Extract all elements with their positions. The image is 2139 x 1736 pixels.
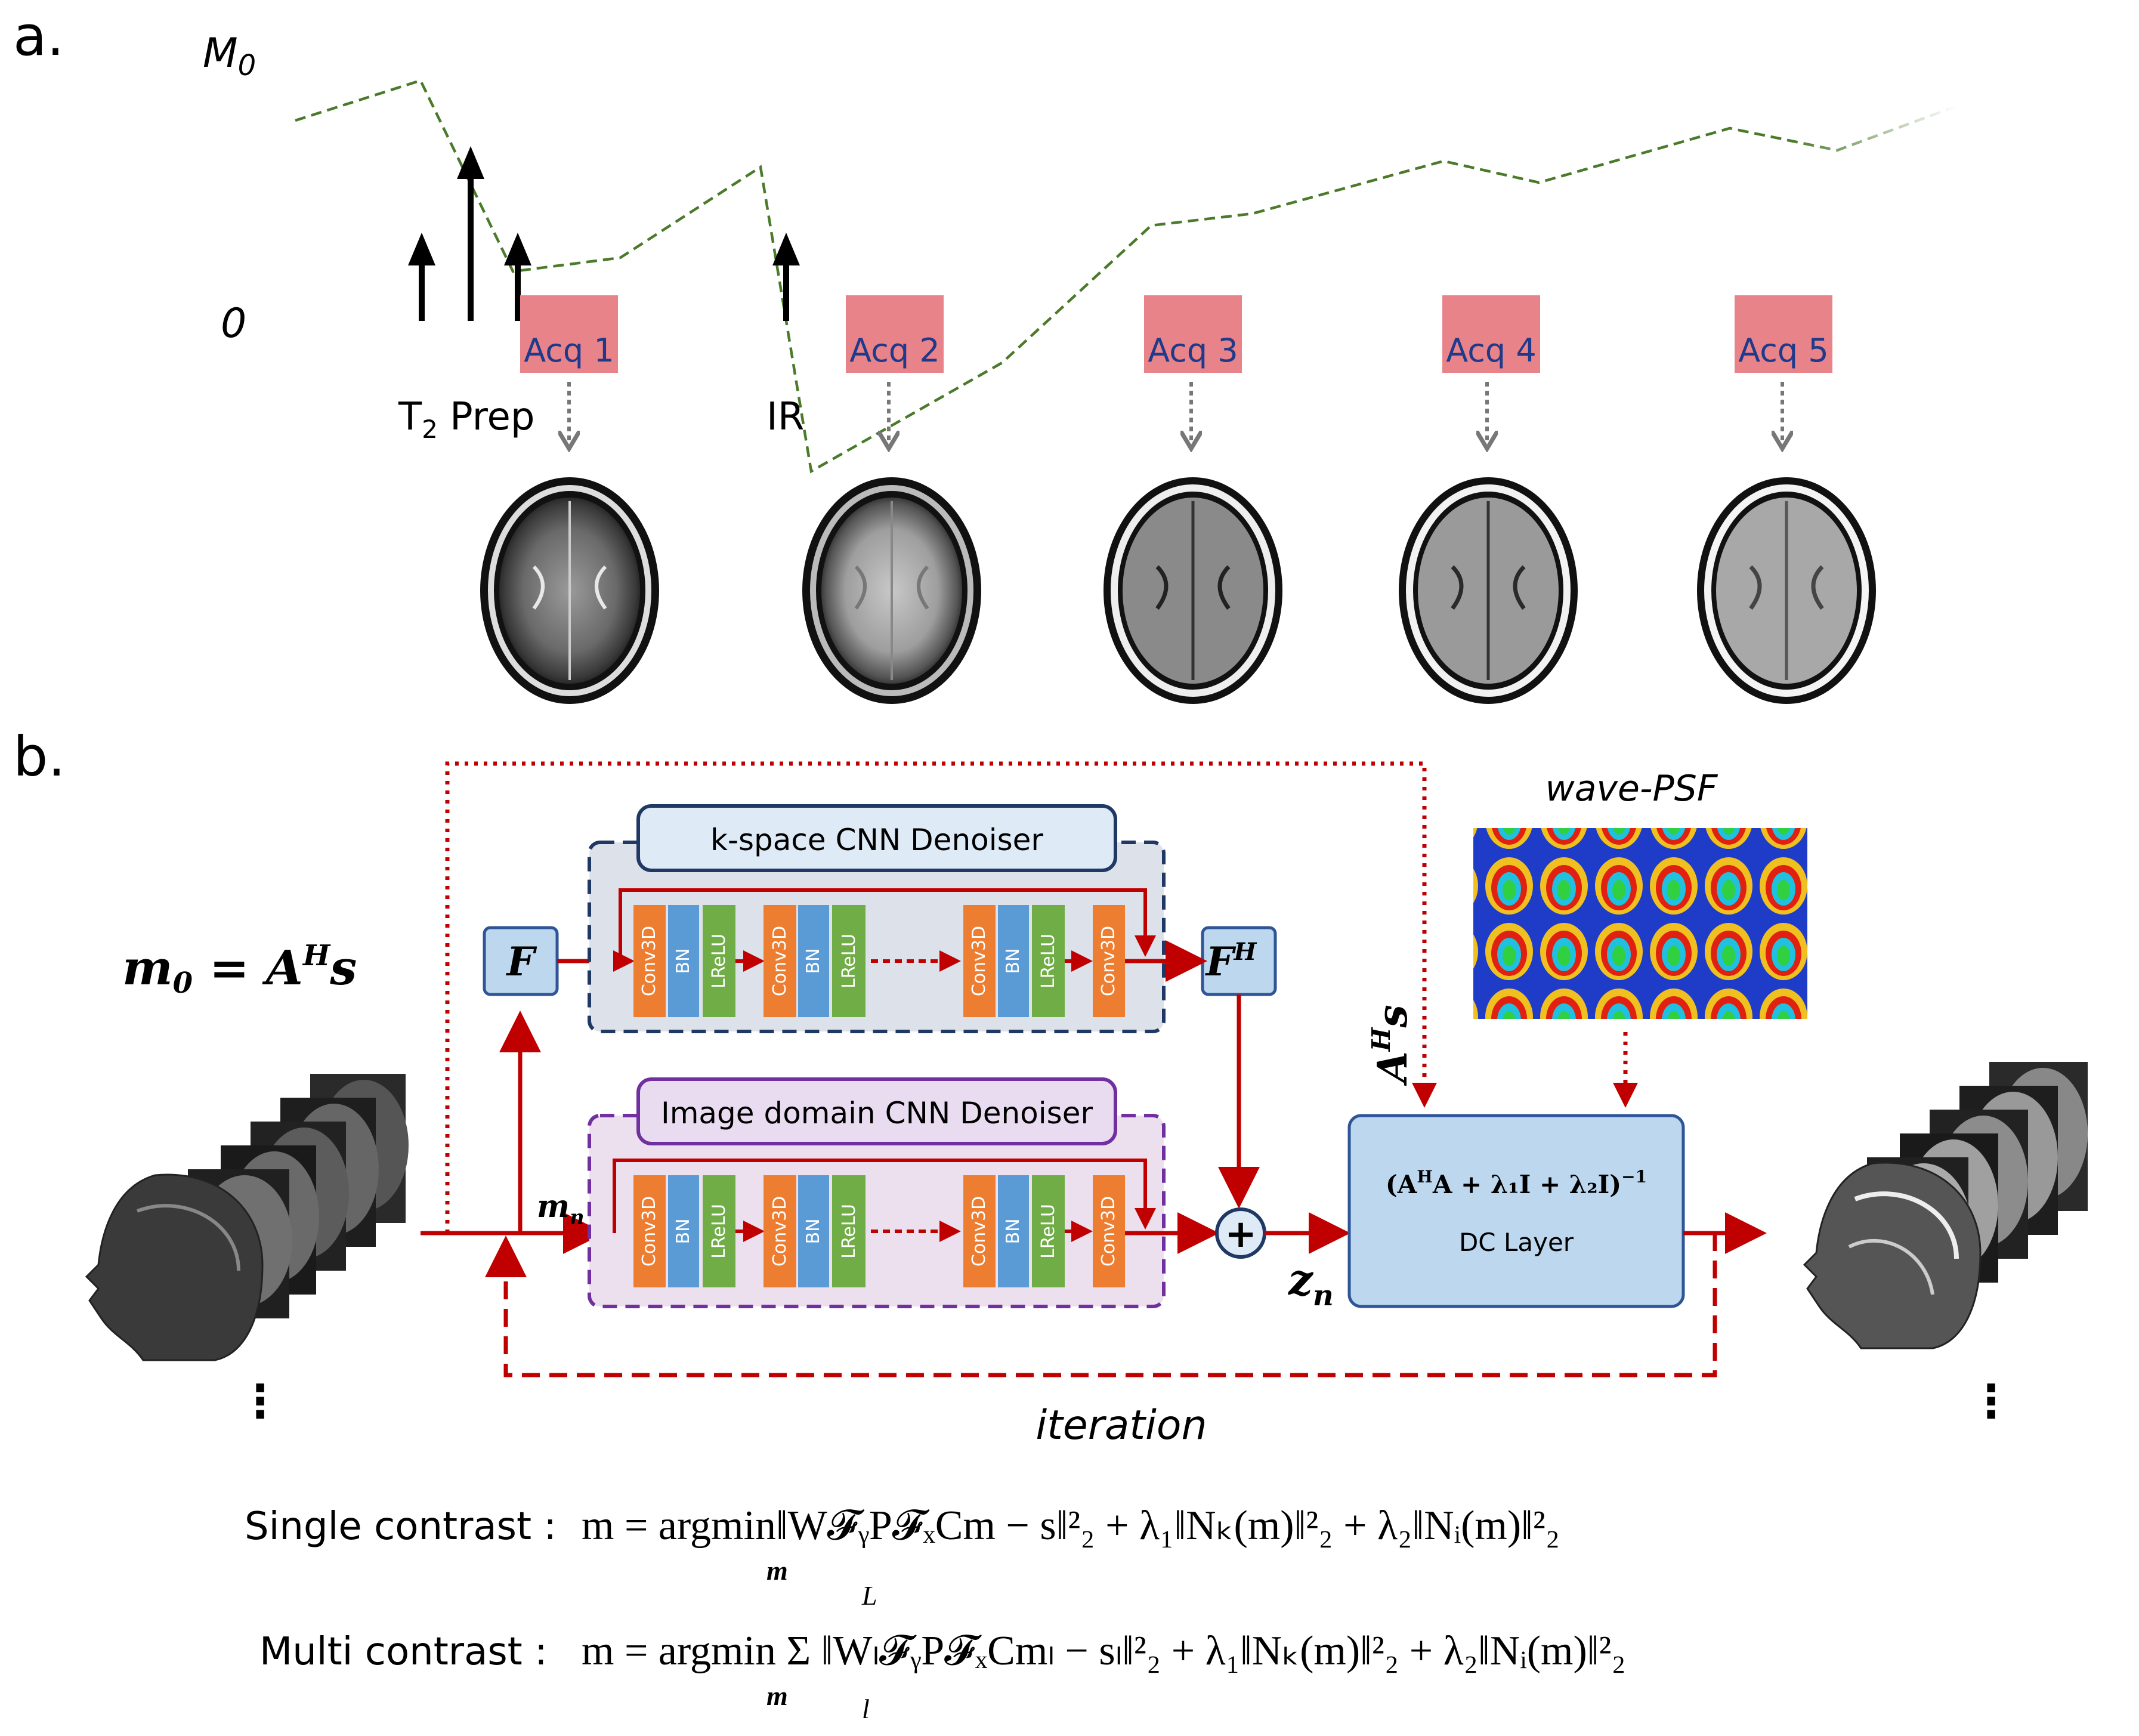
acq-block-3: Acq 3	[1144, 295, 1242, 441]
single-argmin-subscript: m	[766, 1555, 788, 1586]
acq-block-4: Acq 4	[1442, 295, 1540, 441]
kspace-denoiser: k-space CNN Denoiser Conv3D BN LReLU Con…	[588, 804, 1207, 1033]
sum-upper-limit: L	[861, 1580, 877, 1611]
image-denoiser: Image domain CNN Denoiser Conv3D BN LReL…	[588, 1077, 1219, 1308]
acq-label: Acq 2	[849, 332, 939, 369]
output-sagittal-stack	[1803, 1062, 2088, 1349]
t2prep-label: T2 Prep	[398, 395, 535, 444]
panel-b-label: b.	[13, 725, 66, 789]
magnetization-curve	[295, 79, 1957, 474]
layer-label: BN	[673, 1218, 694, 1244]
input-sagittal-stack	[85, 1074, 409, 1361]
acq-block-2: Acq 2	[846, 295, 944, 441]
image-layers: Conv3D BN LReLU Conv3D BN LReLU Conv3D B…	[633, 1175, 1125, 1287]
ahs-label: AHs	[1367, 1005, 1417, 1086]
layer-label: Conv3D	[639, 1196, 660, 1267]
layer-label: LReLU	[839, 934, 860, 989]
brain-image-3	[1103, 477, 1282, 704]
layer-label: BN	[673, 948, 694, 974]
kspace-title: k-space CNN Denoiser	[710, 823, 1043, 857]
acq-blocks: Acq 1 Acq 2 Acq 3 Acq 4 Acq 5	[520, 295, 1832, 441]
t2prep-pulses	[408, 146, 531, 321]
multi-argmin-subscript: m	[766, 1681, 788, 1711]
m0-label: M0	[203, 30, 256, 82]
acq-block-1: Acq 1	[520, 295, 618, 441]
layer-label: BN	[803, 948, 824, 974]
layer-label: Conv3D	[769, 926, 790, 996]
brain-image-5	[1697, 477, 1876, 704]
acq-block-5: Acq 5	[1735, 295, 1832, 441]
multi-contrast-label: Multi contrast :	[259, 1630, 548, 1674]
zero-label: 0	[221, 300, 246, 347]
single-contrast-equation: Single contrast : m = argmin‖W𝓕ᵧP𝓕ₓCm − …	[245, 1503, 1560, 1586]
dc-formula: (AHA + λ₁I + λ₂I)−1	[1386, 1167, 1647, 1199]
fourier-symbol: F	[506, 938, 537, 985]
plus-symbol: +	[1225, 1212, 1257, 1256]
dc-layer-label: DC Layer	[1459, 1228, 1574, 1257]
layer-label: Conv3D	[1098, 1196, 1119, 1267]
ir-label: IR	[766, 395, 804, 439]
layer-label: LReLU	[1038, 934, 1059, 989]
multi-contrast-equation: Multi contrast : m = argmin Σ ‖Wₗ𝓕ᵧP𝓕ₓCm…	[259, 1580, 1626, 1724]
wave-psf-image	[1473, 828, 1807, 1019]
initial-estimate-eq: m0 = AHs	[122, 939, 357, 1000]
bypass-arrow	[445, 761, 1437, 1233]
wave-psf-title: wave-PSF	[1545, 768, 1718, 810]
layer-label: Conv3D	[1098, 926, 1119, 996]
layer-label: BN	[1003, 1218, 1024, 1244]
layer-label: LReLU	[1038, 1204, 1059, 1259]
layer-label: Conv3D	[969, 1196, 990, 1267]
inverse-fourier-symbol: FH	[1205, 938, 1257, 985]
kspace-layers: Conv3D BN LReLU Conv3D BN LReLU Conv3D B…	[633, 905, 1125, 1017]
multi-contrast-formula: m = argmin Σ ‖Wₗ𝓕ᵧP𝓕ₓCmₗ − sₗ‖²₂ + λ₁‖Nₖ…	[582, 1628, 1626, 1674]
fourier-box: F	[483, 926, 559, 996]
input-ellipsis: ⋮	[237, 1374, 283, 1428]
layer-label: BN	[1003, 948, 1024, 974]
zn-label: zn	[1287, 1254, 1334, 1312]
inverse-fourier-box: FH	[1201, 926, 1277, 996]
sum-lower-limit: l	[862, 1694, 870, 1724]
iteration-label: iteration	[1036, 1402, 1207, 1449]
brain-image-2	[802, 477, 981, 704]
single-contrast-label: Single contrast :	[245, 1505, 557, 1549]
image-denoiser-title: Image domain CNN Denoiser	[661, 1096, 1093, 1130]
sum-node: +	[1215, 1207, 1266, 1259]
acq-label: Acq 1	[524, 332, 614, 369]
layer-label: LReLU	[709, 1204, 730, 1259]
mn-label: mn	[537, 1188, 585, 1230]
brain-image-1	[480, 477, 659, 704]
acq-label: Acq 4	[1446, 332, 1536, 369]
single-contrast-formula: m = argmin‖W𝓕ᵧP𝓕ₓCm − s‖²₂ + λ₁‖Nₖ(m)‖²₂…	[582, 1503, 1560, 1549]
dc-layer-box: (AHA + λ₁I + λ₂I)−1 DC Layer	[1347, 1114, 1685, 1308]
brain-axial-images	[480, 477, 1876, 704]
brain-image-4	[1399, 477, 1578, 704]
ir-pulse	[772, 233, 800, 321]
layer-label: Conv3D	[769, 1196, 790, 1267]
output-ellipsis: ⋮	[1968, 1374, 2014, 1428]
panel-a-label: a.	[13, 4, 64, 68]
layer-label: BN	[803, 1218, 824, 1244]
acq-label: Acq 3	[1148, 332, 1238, 369]
iteration-loop-arrow	[485, 1233, 1717, 1377]
layer-label: Conv3D	[639, 926, 660, 996]
layer-label: Conv3D	[969, 926, 990, 996]
layer-label: LReLU	[839, 1204, 860, 1259]
layer-label: LReLU	[709, 934, 730, 989]
acq-label: Acq 5	[1738, 332, 1828, 369]
